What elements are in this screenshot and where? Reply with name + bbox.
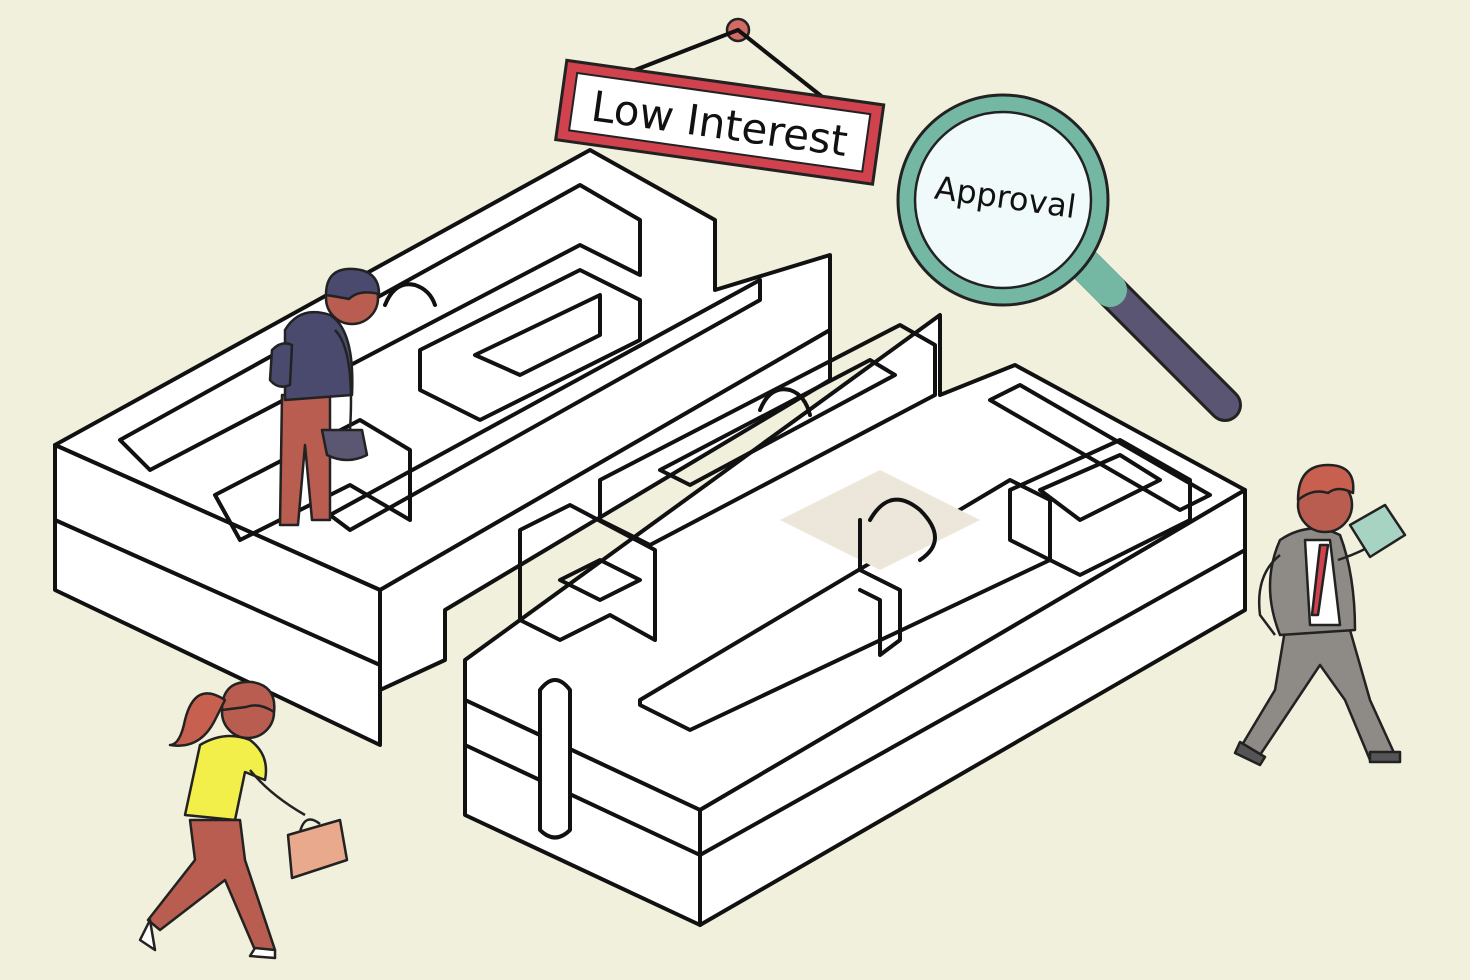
magnifier-icon: Approval: [896, 93, 1242, 422]
low-interest-sign: Low Interest: [553, 17, 886, 186]
businessman-with-document: [1233, 463, 1407, 767]
woman-with-bag: [138, 680, 349, 960]
maze: [53, 148, 1247, 927]
man-in-maze: [268, 267, 381, 527]
